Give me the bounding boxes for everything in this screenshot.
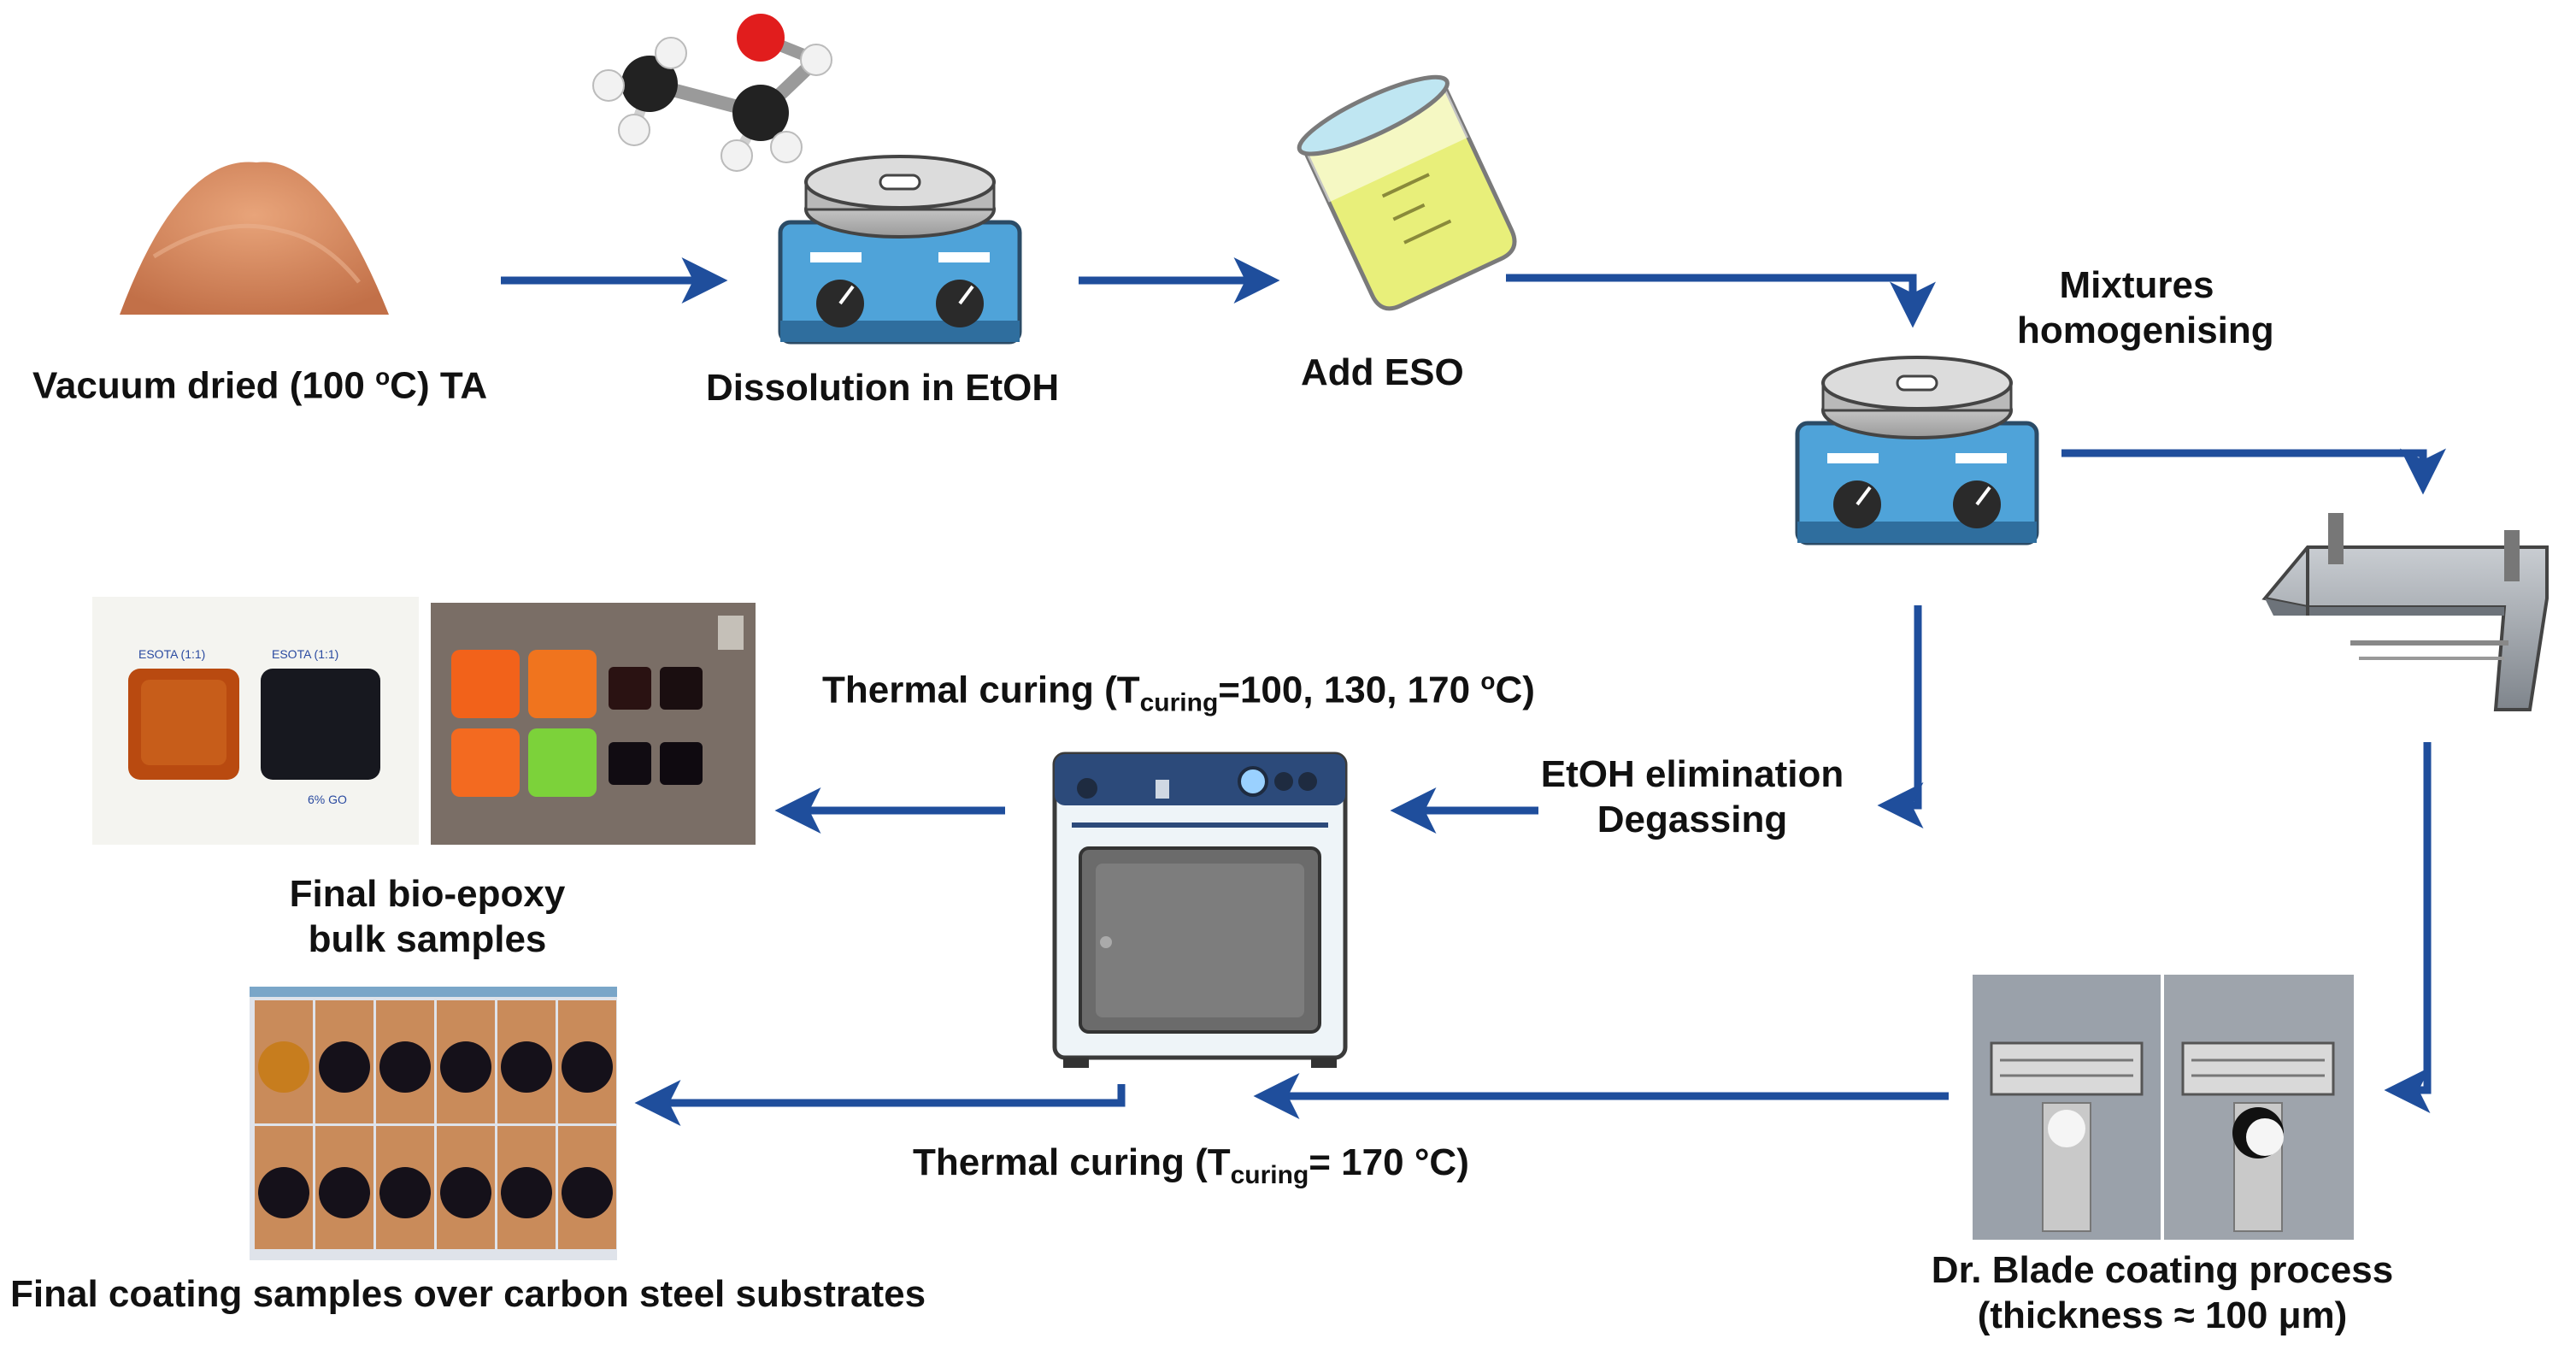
curing-bottom-sub: curing: [1230, 1160, 1309, 1189]
add-eso-label: Add ESO: [1301, 351, 1464, 393]
curing-bottom-pre: Thermal curing (T: [913, 1141, 1231, 1183]
magnetic-stirrer-2-icon: [1795, 356, 2039, 545]
elimination-label-line-2: Degassing: [1597, 798, 1788, 840]
blade-coating-label-line-2: (thickness ≈ 100 μm): [1977, 1294, 2348, 1336]
coupon-coating: [440, 1041, 491, 1093]
curing-top-pre: Thermal curing (T: [822, 669, 1140, 711]
dissolution-label: Dissolution in EtOH: [706, 367, 1060, 409]
coupon-coating: [379, 1167, 431, 1218]
ta-label-sup: o: [375, 363, 391, 390]
mixtures-label: Mixtures homogenising: [2017, 263, 2274, 354]
coupon-coating: [258, 1167, 309, 1218]
oven-icon: [1052, 752, 1348, 1068]
bulk-samples-label: Final bio-epoxy bulk samples: [222, 872, 632, 963]
arrow-stirrer-to-elimination: [1877, 605, 1924, 828]
coupon-coating: [319, 1041, 370, 1093]
curing-top-tail: C): [1495, 669, 1535, 711]
curing-bottom-label: Thermal curing (Tcuring= 170 °C): [913, 1141, 1469, 1191]
magnetic-stirrer-icon: [778, 155, 1022, 345]
tannic-acid-powder-icon: [120, 162, 389, 315]
bulk-samples-photo: ESOTA (1:1) ESOTA (1:1) 6% GO: [92, 597, 419, 845]
sample-note-label: 6% GO: [308, 793, 347, 806]
sample-a-label: ESOTA (1:1): [138, 647, 205, 661]
arrows: [501, 257, 2446, 1126]
arrow-applicator-to-photo: [2384, 742, 2432, 1113]
coating-samples-photo: [250, 987, 617, 1260]
arrow-oven-to-coatings: [634, 1080, 1126, 1126]
coating-final-label: Final coating samples over carbon steel …: [10, 1273, 926, 1315]
bulk-samples-label-line-2: bulk samples: [308, 917, 547, 960]
coupon-coating: [562, 1167, 613, 1218]
arrow-eso-to-stirrer: [1506, 274, 1936, 328]
ta-label-text: Vacuum dried (100: [32, 364, 376, 407]
doctor-blade-applicator-icon: [2261, 513, 2549, 711]
blade-coating-label: Dr. Blade coating process (thickness ≈ 1…: [1897, 1248, 2427, 1339]
bulk-samples-photo-2: [431, 603, 756, 845]
coupon-coating: [379, 1041, 431, 1093]
arrow-stirrer-to-blade: [2061, 448, 2446, 495]
coupon-coating: [319, 1167, 370, 1218]
mixtures-label-line-1: Mixtures: [2059, 264, 2214, 306]
ta-label: Vacuum dried (100 oC) TA: [32, 363, 487, 409]
sample-b-label: ESOTA (1:1): [272, 647, 338, 661]
coupon-coating: [501, 1167, 552, 1218]
elimination-label: EtOH elimination Degassing: [1513, 752, 1872, 843]
curing-top-sup: o: [1480, 668, 1496, 694]
elimination-label-line-1: EtOH elimination: [1540, 753, 1844, 795]
curing-top-post: =100, 130, 170: [1218, 669, 1481, 711]
coupon-coating: [501, 1041, 552, 1093]
beaker-icon: [1297, 74, 1517, 311]
mixtures-label-line-2: homogenising: [2017, 309, 2274, 351]
blade-coating-label-line-1: Dr. Blade coating process: [1931, 1249, 2394, 1291]
curing-bottom-post: = 170 °C): [1309, 1141, 1469, 1183]
coupon-coating: [258, 1041, 309, 1093]
ta-label-tail: C) TA: [390, 364, 488, 407]
coupon-coating: [440, 1167, 491, 1218]
curing-top-sub: curing: [1139, 688, 1219, 717]
coupon-coating: [562, 1041, 613, 1093]
blade-coating-photo: [1973, 975, 2354, 1240]
bulk-samples-label-line-1: Final bio-epoxy: [289, 873, 566, 915]
curing-top-label: Thermal curing (Tcuring=100, 130, 170 oC…: [822, 667, 1535, 718]
ethanol-molecule-icon: [592, 14, 832, 172]
